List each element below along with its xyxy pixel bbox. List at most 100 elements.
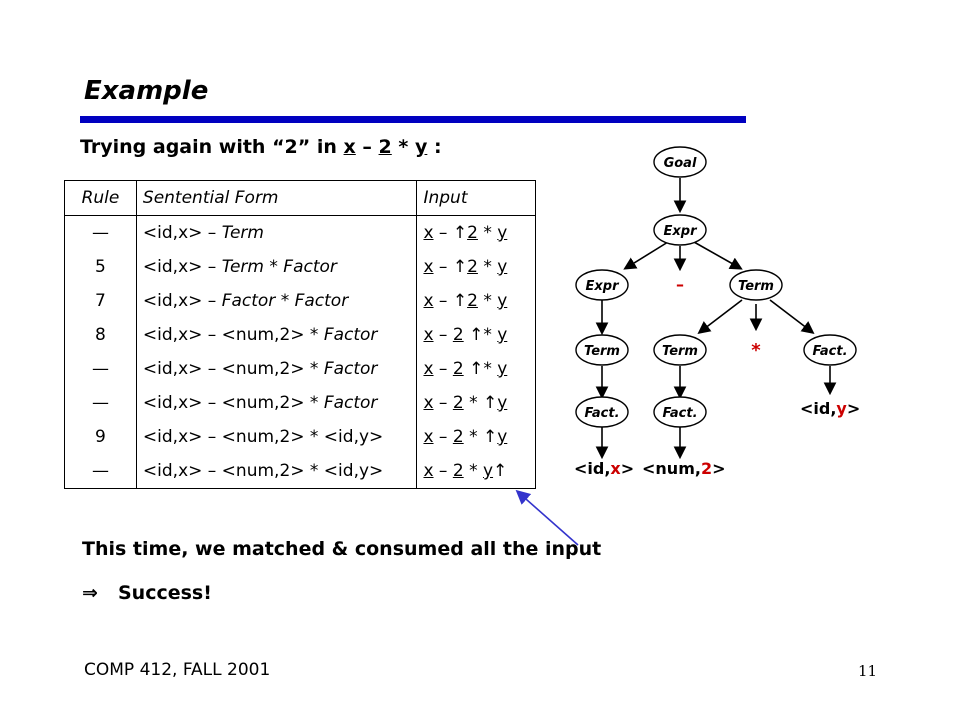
node-term-mid: Term (662, 344, 698, 359)
form-text: <id,x> – <num,2> * (142, 393, 324, 413)
input-minus: – (433, 291, 453, 311)
input-times: * (477, 257, 498, 277)
node-term-left: Term (584, 344, 620, 359)
node-expr-left-shape (575, 269, 629, 301)
input-minus: – (433, 427, 453, 447)
input-x: x (423, 325, 434, 345)
input-minus: – (433, 461, 453, 481)
sentential-form-cell: <id,x> – <num,2> * Factor (136, 386, 418, 420)
input-times: * ↑ (463, 393, 498, 413)
input-y: y (497, 257, 508, 277)
node-fact-left-shape (575, 396, 629, 428)
input-x: x (423, 291, 434, 311)
input-y: y (497, 325, 508, 345)
input-two: 2 (467, 257, 478, 277)
form-text: <id,x> – <num,2> * (142, 325, 324, 345)
sentential-form-cell: <id,x> – <num,2> * Factor (136, 352, 418, 386)
sentential-form-cell: <id,x> – Term * Factor (136, 250, 418, 284)
input-arrow: ↑ (452, 291, 468, 311)
header-input: Input (416, 180, 536, 216)
input-cell: x – 2 ↑* y (417, 318, 536, 352)
input-times: * (477, 223, 498, 243)
input-x: x (423, 257, 434, 277)
input-times: * ↑ (463, 427, 498, 447)
node-goal-shape (653, 146, 707, 178)
input-cell: x – ↑2 * y (417, 250, 536, 284)
input-arrow: ↑ (452, 223, 468, 243)
input-minus: – (433, 359, 453, 379)
input-end: ↑ (493, 461, 508, 481)
form-nonterminal: Term (221, 223, 264, 243)
subtitle-2: 2 (378, 136, 392, 158)
node-expr-left: Expr (586, 279, 621, 294)
input-times: * (463, 461, 483, 481)
sentential-form-cell: <id,x> – Factor * Factor (136, 284, 418, 318)
input-x: x (423, 393, 434, 413)
form-text: <id,x> – (142, 223, 222, 243)
rule-cell: — (64, 215, 137, 250)
subtitle-x: x (343, 136, 356, 158)
input-two: 2 (452, 359, 464, 379)
input-y: y (482, 461, 494, 481)
input-two: 2 (467, 291, 478, 311)
table-row: —<id,x> – <num,2> * <id,y>x – 2 * y↑ (64, 454, 536, 489)
form-nonterminal: Factor (323, 393, 378, 413)
input-cell: x – 2 * ↑y (417, 386, 536, 420)
input-x: x (423, 461, 434, 481)
input-cell: x – 2 * y↑ (417, 454, 536, 489)
input-minus: – (433, 223, 453, 243)
subtitle-y: y (414, 136, 428, 158)
rule-cell: 7 (64, 284, 137, 318)
node-term-right: Term (738, 279, 774, 294)
rule-cell: 5 (64, 250, 137, 284)
node-fact-right: Fact. (812, 344, 847, 359)
sentential-form-cell: <id,x> – <num,2> * Factor (136, 318, 418, 352)
form-nonterminal: Factor (323, 325, 378, 345)
page-number: 11 (858, 662, 878, 680)
node-expr-top: Expr (664, 224, 699, 239)
input-two: 2 (452, 427, 464, 447)
course-footer: COMP 412, FALL 2001 (84, 660, 271, 680)
subtitle-minus: – (355, 136, 379, 158)
sentential-form-cell: <id,x> – <num,2> * <id,y> (136, 454, 418, 489)
node-term-right-shape (729, 269, 783, 301)
sentential-form-cell: <id,x> – <num,2> * <id,y> (136, 420, 418, 454)
table-header-row: Rule Sentential Form Input (64, 180, 536, 216)
table-row: 9<id,x> – <num,2> * <id,y>x – 2 * ↑y (64, 420, 536, 454)
derivation-table: Rule Sentential Form Input —<id,x> – Ter… (64, 180, 536, 489)
leaf-id-y: <id,y> (800, 399, 860, 418)
leaf-num-2: <num,2> (642, 459, 725, 478)
success-text: Success! (118, 582, 212, 604)
header-sentential-form: Sentential Form (136, 180, 418, 216)
form-nonterminal: Factor (323, 359, 378, 379)
input-times: ↑* (463, 325, 498, 345)
node-fact-mid: Fact. (662, 406, 697, 421)
form-text: <id,x> – (142, 291, 222, 311)
rule-cell: — (64, 386, 137, 420)
input-x: x (423, 427, 434, 447)
input-arrow: ↑ (452, 257, 468, 277)
input-two: 2 (452, 393, 464, 413)
rule-cell: — (64, 352, 137, 386)
node-expr-top-shape (653, 214, 707, 246)
input-x: x (423, 359, 434, 379)
input-two: 2 (467, 223, 478, 243)
caption-text: This time, we matched & consumed all the… (82, 538, 602, 560)
node-term-left-shape (575, 334, 629, 366)
tree-edges (595, 178, 837, 460)
title-underline-bar (80, 116, 746, 123)
input-minus: – (433, 325, 453, 345)
leaf-id-x: <id,x> (574, 459, 634, 478)
header-rule: Rule (64, 180, 137, 216)
parse-tree: Goal Expr Expr – Term Term Term * Fact. … (574, 146, 860, 478)
node-term-mid-shape (653, 334, 707, 366)
rule-cell: 9 (64, 420, 137, 454)
input-y: y (497, 223, 508, 243)
input-y: y (497, 359, 508, 379)
input-y: y (497, 427, 508, 447)
input-two: 2 (452, 325, 464, 345)
